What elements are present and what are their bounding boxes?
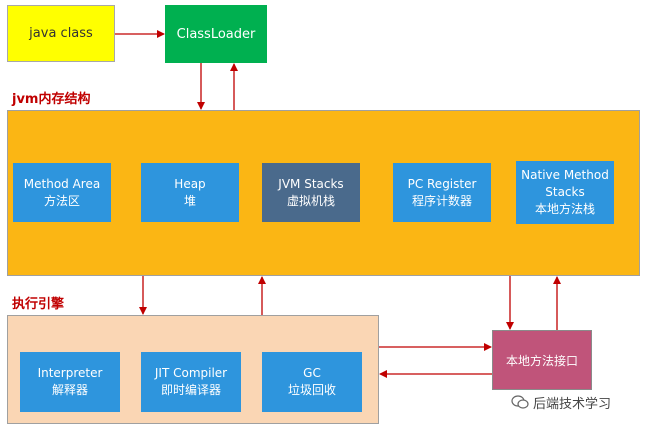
heap-box: Heap 堆 bbox=[141, 163, 239, 222]
native-method-interface-label: 本地方法接口 bbox=[505, 353, 578, 368]
jvm-memory-label: jvm内存结构 bbox=[12, 92, 91, 107]
gc-box: GC 垃圾回收 bbox=[262, 352, 362, 412]
method-area-en: Method Area bbox=[23, 176, 101, 191]
classloader-label: ClassLoader bbox=[176, 26, 256, 42]
interpreter-box: Interpreter 解释器 bbox=[20, 352, 120, 412]
native-method-stacks-en2: Stacks bbox=[545, 185, 585, 199]
watermark-text: 后端技术学习 bbox=[533, 397, 612, 412]
pc-register-zh: 程序计数器 bbox=[411, 193, 472, 208]
heap-en: Heap bbox=[174, 176, 206, 191]
gc-en: GC bbox=[303, 366, 321, 380]
method-area-zh: 方法区 bbox=[43, 193, 80, 208]
pc-register-box: PC Register 程序计数器 bbox=[393, 163, 491, 222]
jvm-stacks-en: JVM Stacks bbox=[278, 176, 344, 191]
native-method-stacks-zh: 本地方法栈 bbox=[534, 202, 595, 216]
gc-zh: 垃圾回收 bbox=[287, 383, 336, 397]
jit-compiler-zh: 即时编译器 bbox=[160, 383, 221, 397]
watermark: 后端技术学习 bbox=[511, 393, 611, 412]
classloader-box: ClassLoader bbox=[165, 5, 267, 63]
native-method-stacks-en1: Native Method bbox=[521, 168, 609, 182]
wechat-icon bbox=[511, 395, 529, 409]
heap-zh: 堆 bbox=[183, 193, 196, 208]
execution-engine-label: 执行引擎 bbox=[12, 297, 65, 312]
java-class-box: java class bbox=[7, 5, 115, 62]
jit-compiler-en: JIT Compiler bbox=[154, 366, 228, 380]
java-class-label: java class bbox=[29, 26, 93, 41]
interpreter-en: Interpreter bbox=[37, 366, 103, 380]
native-method-interface-box: 本地方法接口 bbox=[492, 330, 592, 390]
method-area-box: Method Area 方法区 bbox=[13, 163, 111, 222]
jvm-stacks-box: JVM Stacks 虚拟机栈 bbox=[262, 163, 360, 222]
jvm-stacks-zh: 虚拟机栈 bbox=[286, 193, 335, 208]
interpreter-zh: 解释器 bbox=[51, 383, 88, 397]
jit-compiler-box: JIT Compiler 即时编译器 bbox=[141, 352, 241, 412]
pc-register-en: PC Register bbox=[407, 176, 477, 191]
native-method-stacks-box: Native Method Stacks 本地方法栈 bbox=[516, 161, 614, 224]
